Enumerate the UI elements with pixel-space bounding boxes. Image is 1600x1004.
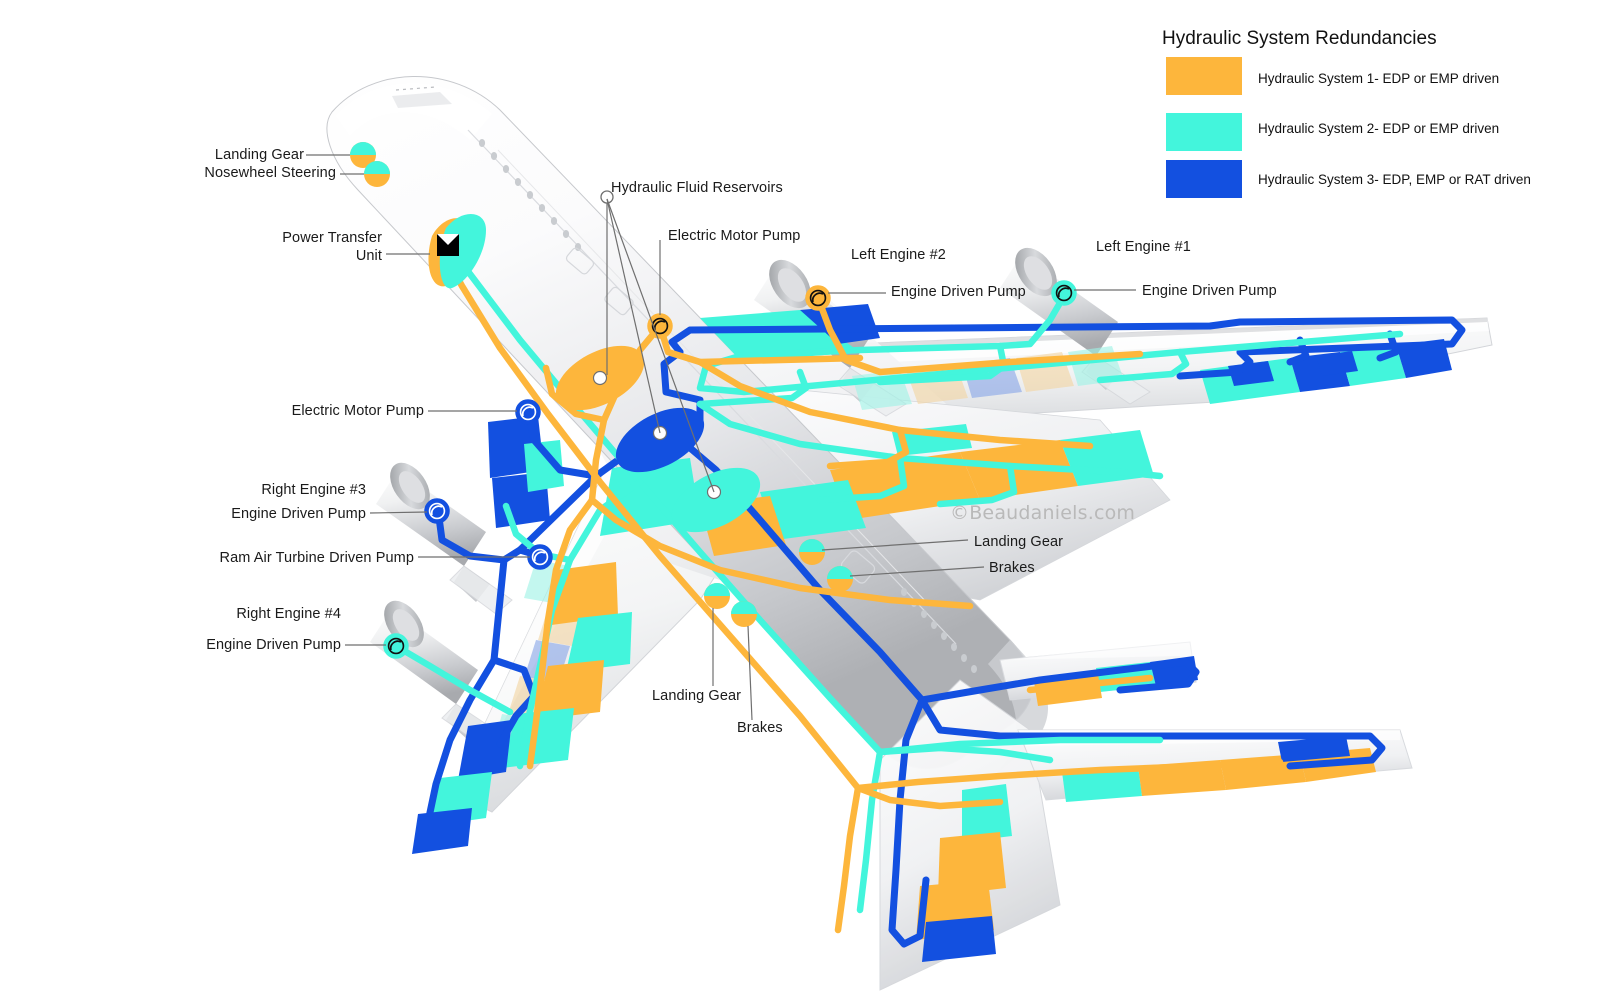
watermark: ©Beaudaniels.com [950,502,1136,524]
leader-brakes-right [849,566,985,577]
marker-landing-gear-right [799,539,825,565]
legend-swatch-system-3 [1166,160,1242,198]
callout-brakes-right: Brakes [989,560,1035,576]
pump-edp-engine-1 [1051,280,1077,306]
marker-landing-gear-nose [350,142,376,168]
marker-nosewheel-steering [364,161,390,187]
callout-electric-motor-pump-top: Electric Motor Pump [668,228,801,244]
callout-left-engine-1: Left Engine #1 [1096,239,1191,255]
leader-landing-gear-right [821,539,969,551]
hydraulic-lines-system-1 [436,242,1284,934]
hydraulic-lines-system-3 [424,316,1466,948]
leader-lines [306,154,1136,721]
legend-label-system-3: Hydraulic System 3- EDP, EMP or RAT driv… [1258,172,1531,187]
marker-brakes-left [731,601,757,627]
marker-landing-gear-left [704,583,730,609]
power-transfer-unit-marker [428,213,486,289]
marker-brakes-right [827,566,853,592]
callout-power-transfer-unit-line1: Power Transfer [282,230,382,246]
callout-edp-engine-4: Engine Driven Pump [206,637,341,653]
callout-ram-air-turbine: Ram Air Turbine Driven Pump [219,550,414,566]
legend-swatch-system-1 [1166,57,1242,95]
hydraulic-fluid-reservoirs [555,345,761,533]
pump-edp-engine-2 [805,285,831,311]
callout-landing-gear-right: Landing Gear [974,534,1064,550]
callout-power-transfer-unit-line2: Unit [355,248,382,264]
leader-reservoirs-1 [606,199,608,375]
legend-label-system-1: Hydraulic System 1- EDP or EMP driven [1258,71,1500,86]
legend-label-system-2: Hydraulic System 2- EDP or EMP driven [1258,121,1500,136]
callout-left-engine-2: Left Engine #2 [851,247,946,263]
callout-landing-gear-left: Landing Gear [652,688,742,704]
pump-electric-motor-pump-top [647,313,673,339]
pump-edp-engine-3 [424,498,450,524]
callout-right-engine-4: Right Engine #4 [236,606,341,622]
leader-brakes-left [747,625,753,721]
leader-reservoirs-3 [606,198,661,434]
callout-right-engine-3: Right Engine #3 [261,482,366,498]
reservoir-system-2 [671,467,761,533]
callout-brakes-left: Brakes [737,720,783,736]
pump-edp-engine-4 [383,633,409,659]
leader-edp-engine-3 [369,511,428,514]
fuselage-windows [478,139,977,673]
callout-edp-engine-2: Engine Driven Pump [891,284,1026,300]
callout-edp-engine-1: Engine Driven Pump [1142,283,1277,299]
legend-swatch-system-2 [1166,113,1242,151]
legend-title: Hydraulic System Redundancies [1162,28,1437,49]
gear-brake-markers [350,142,853,627]
callout-landing-gear-nose: Landing Gear [214,147,304,163]
leader-reservoirs-2 [606,198,715,493]
callout-hydraulic-fluid-reservoirs: Hydraulic Fluid Reservoirs [611,180,783,196]
pump-electric-motor-pump-left [515,399,541,425]
callout-edp-engine-3: Engine Driven Pump [231,506,366,522]
callout-nosewheel-steering: Nosewheel Steering [204,165,336,181]
callout-electric-motor-pump-left: Electric Motor Pump [291,403,424,419]
pump-ram-air-turbine [527,544,553,570]
